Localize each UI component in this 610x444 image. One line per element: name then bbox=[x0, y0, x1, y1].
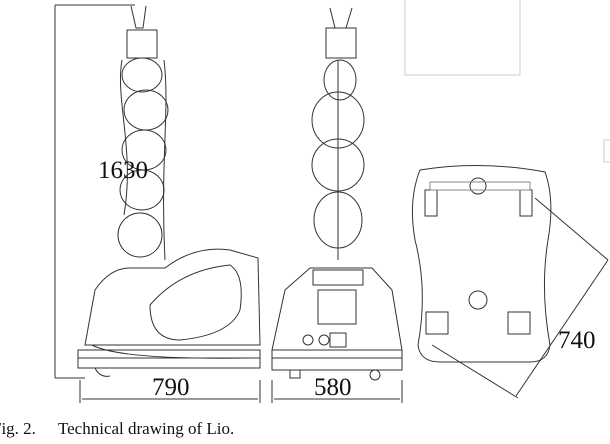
side-view bbox=[54, 4, 261, 403]
caption-text: Technical drawing of Lio. bbox=[57, 419, 235, 438]
height-dimension-label: 1630 bbox=[98, 157, 148, 184]
front-view bbox=[271, 7, 403, 403]
width-dimension-label: 580 bbox=[314, 374, 352, 401]
top-view bbox=[411, 164, 609, 399]
figure-caption: Fig. 2. Technical drawing of Lio. bbox=[0, 419, 234, 439]
caption-label: Fig. 2. bbox=[0, 419, 36, 438]
diagonal-dimension-label: 740 bbox=[558, 327, 596, 354]
frame-artifact bbox=[404, 0, 610, 163]
length-dimension-label: 790 bbox=[152, 374, 190, 401]
